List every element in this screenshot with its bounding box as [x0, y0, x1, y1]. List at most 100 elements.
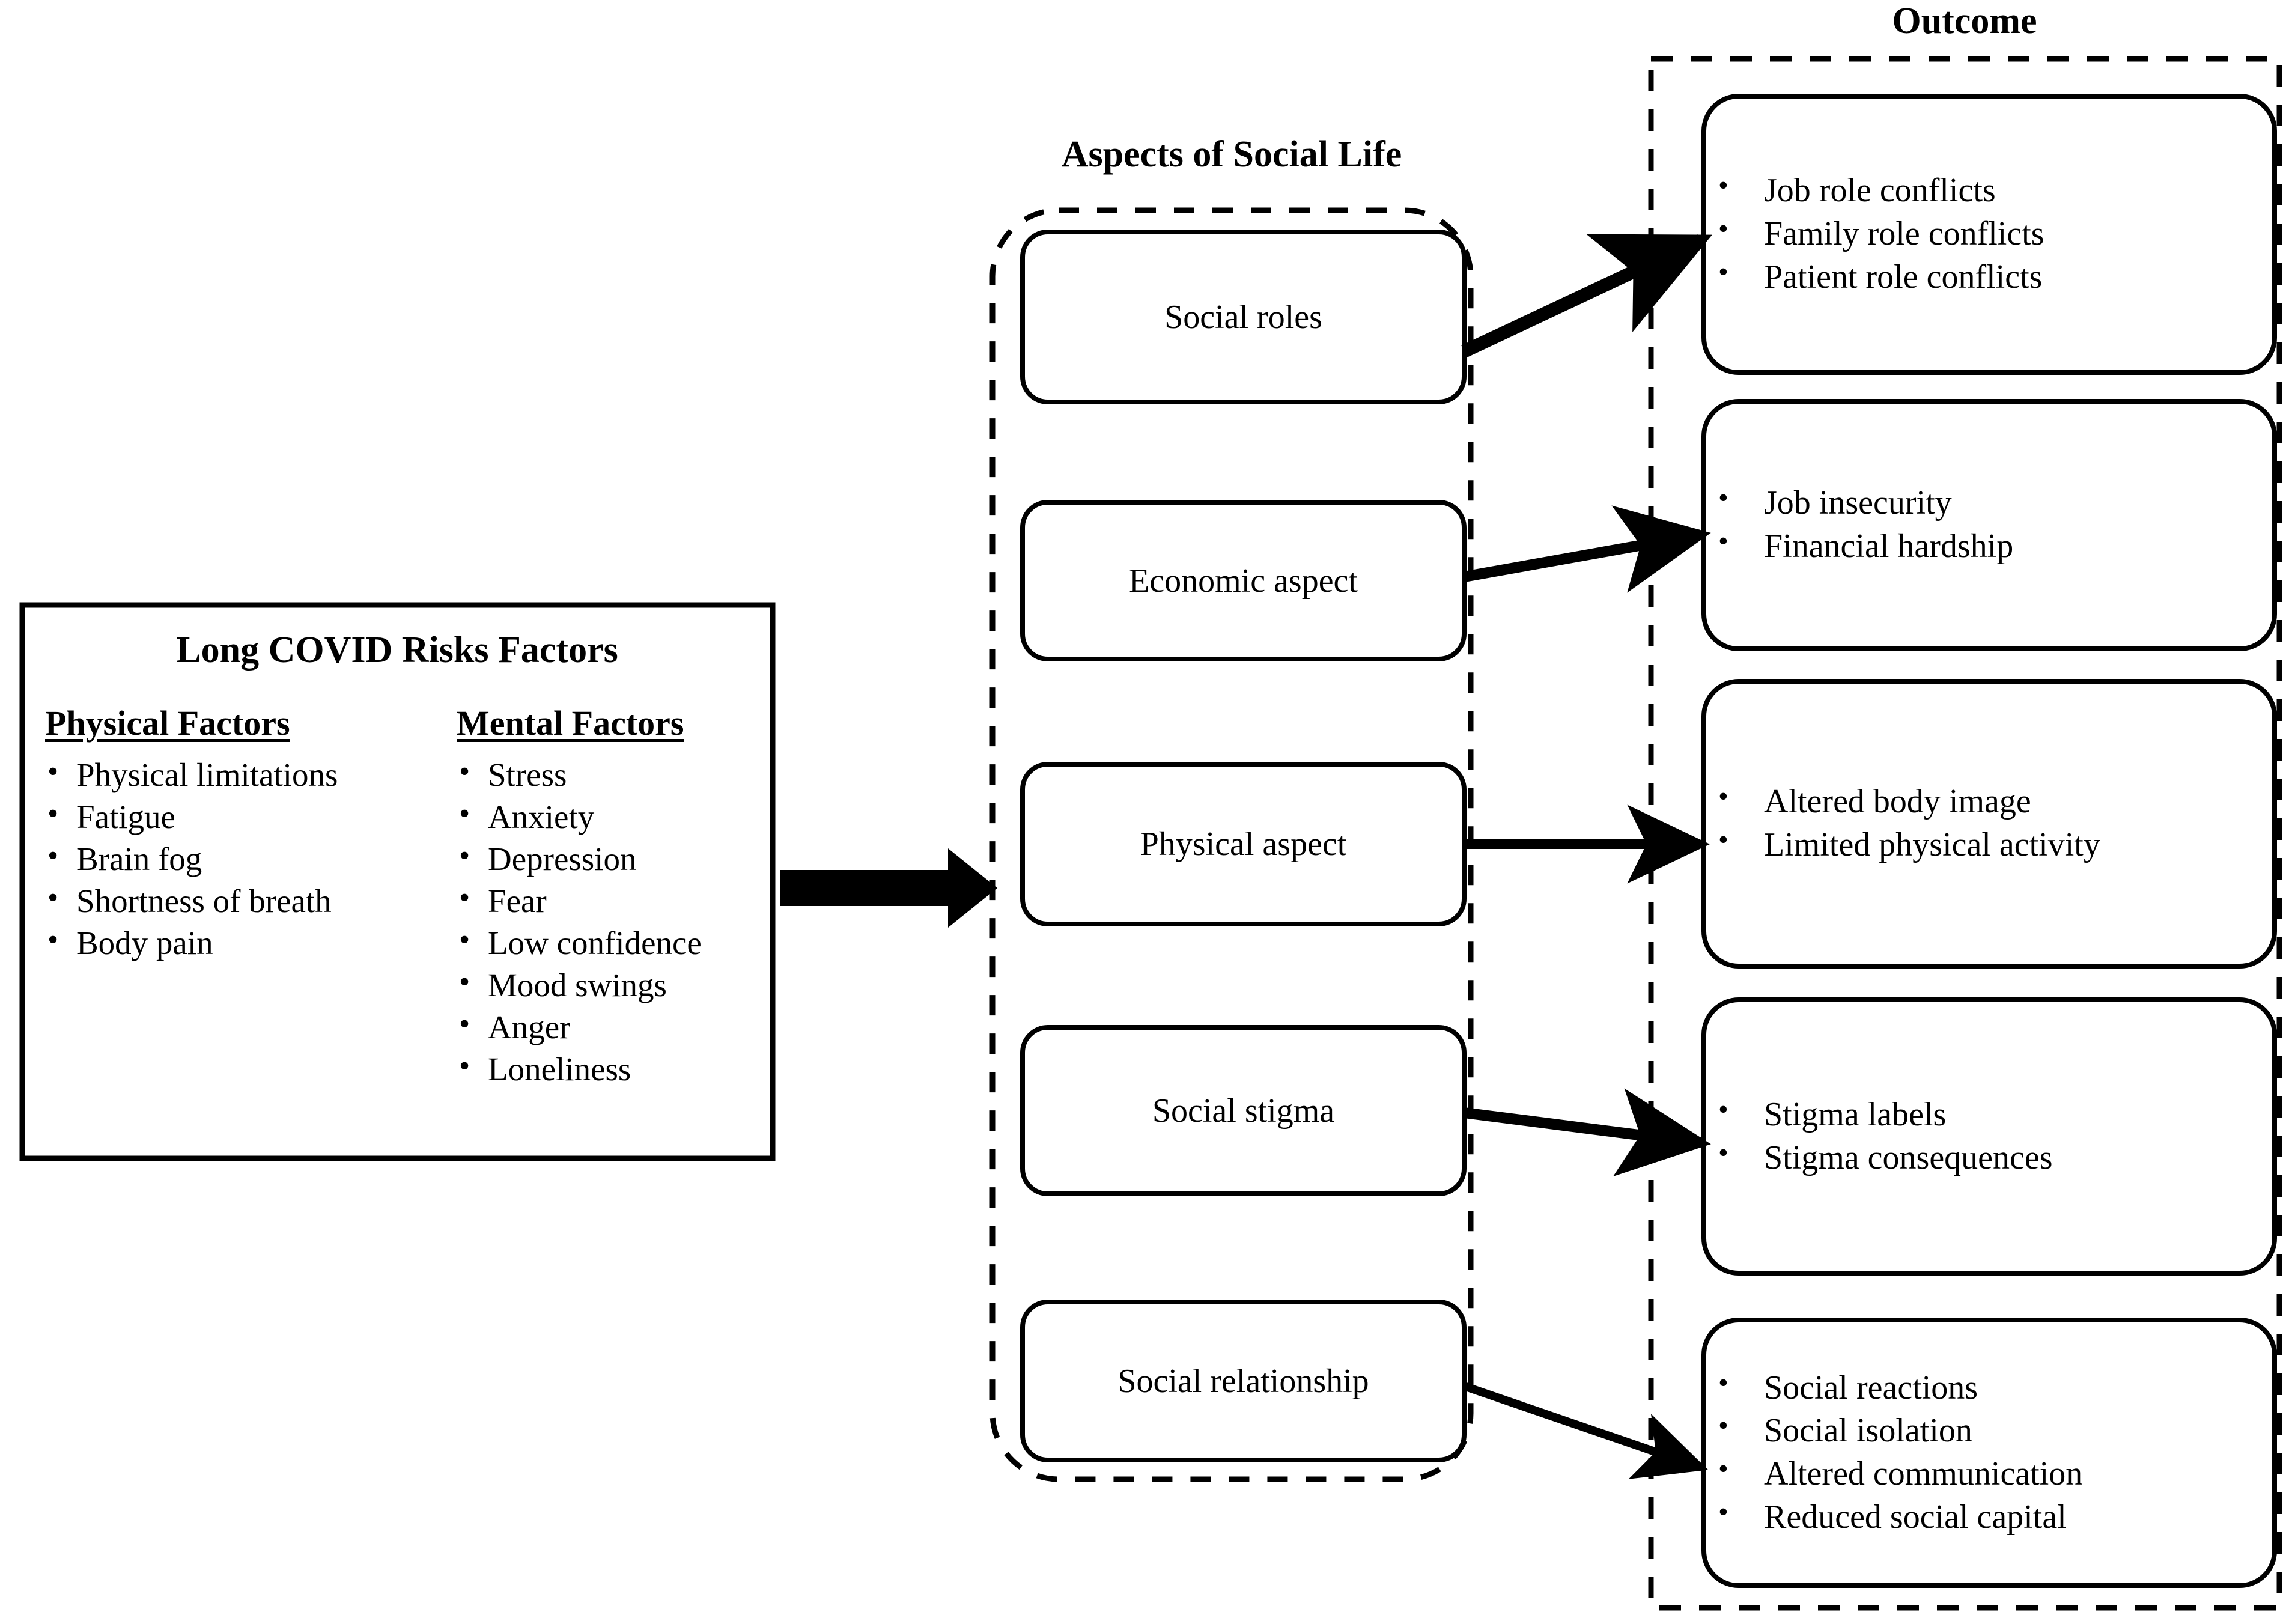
- outcome-list: • Social reactions • Social isolation • Alt…: [1704, 1367, 2275, 1539]
- bullet-icon: •: [459, 965, 470, 999]
- bullet-icon: •: [459, 923, 470, 957]
- list-item: • Altered communication: [1704, 1453, 2275, 1496]
- list-item: • Financial hardship: [1704, 525, 2275, 568]
- bullet-icon: •: [1718, 1136, 1728, 1169]
- list-item: •Body pain: [45, 923, 338, 966]
- list-item: • Physical limitations: [45, 755, 338, 798]
- bullet-icon: •: [1718, 1366, 1728, 1399]
- list-item: • Loneliness: [457, 1049, 702, 1092]
- list-item: • Mood swings: [457, 965, 702, 1008]
- bullet-icon: •: [1718, 1410, 1728, 1442]
- list-item-label: Mood swings: [488, 967, 667, 1003]
- list-item-label: Social reactions: [1764, 1369, 1978, 1407]
- aspect-box-social-stigma[interactable]: Social stigma: [1023, 1027, 1464, 1194]
- outcome-list: • Stigma labels • Stigma consequences: [1704, 1093, 2275, 1179]
- list-item: • Shortness of breath: [45, 881, 338, 924]
- bullet-icon: •: [1718, 482, 1728, 514]
- list-item: •Anxiety: [457, 797, 702, 840]
- list-item: • Brain fog: [45, 839, 338, 882]
- bullet-icon: •: [1718, 1453, 1728, 1485]
- aspect-label: Physical aspect: [1140, 826, 1347, 863]
- bullet-icon: •: [47, 755, 59, 789]
- list-item-label: Physical limitations: [76, 756, 338, 793]
- list-item: • Patient role conflicts: [1704, 256, 2275, 299]
- aspect-box-social-roles[interactable]: Social roles: [1023, 232, 1464, 402]
- bullet-icon: •: [459, 839, 470, 873]
- list-item-label: Family role conflicts: [1764, 215, 2044, 253]
- bullet-icon: •: [1718, 213, 1728, 245]
- bullet-icon: •: [47, 839, 59, 873]
- bullet-icon: •: [459, 881, 470, 915]
- list-item-label: Limited physical activity: [1764, 826, 2100, 863]
- list-item-label: Social isolation: [1764, 1412, 1972, 1450]
- aspect-label: Social roles: [1164, 298, 1322, 336]
- outcome-box-social[interactable]: • Social reactions • Social isolation • Alt…: [1704, 1320, 2275, 1586]
- outcome-list: • Altered body image •Limited physical ac…: [1704, 780, 2275, 866]
- bullet-icon: •: [47, 881, 59, 915]
- outcome-group-caption: Outcome: [1892, 1, 2037, 41]
- list-item-label: Brain fog: [76, 841, 202, 877]
- aspect-box-physical-aspect[interactable]: Physical aspect: [1023, 764, 1464, 924]
- list-item-label: Altered body image: [1764, 783, 2031, 821]
- arrow-relationship-to-social-reactions: [1462, 1382, 1709, 1479]
- list-item-label: Fatigue: [76, 798, 175, 835]
- list-item: • Anger: [457, 1007, 702, 1050]
- aspect-box-economic-aspect[interactable]: Economic aspect: [1023, 502, 1464, 659]
- aspect-label: Social stigma: [1152, 1092, 1335, 1130]
- risk-factors-panel-title: Long COVID Risks Factors: [176, 630, 618, 671]
- list-item-label: Job role conflicts: [1764, 172, 1996, 210]
- outcome-box-role-conflicts[interactable]: •Job role conflicts •Family role conflic…: [1704, 96, 2275, 373]
- list-item-label: Fear: [488, 883, 547, 919]
- physical-factors-list: • Physical limitations • Fatigue • Brain fo…: [45, 755, 338, 966]
- arrow-social-roles-to-role-conflicts: [1461, 234, 1712, 357]
- list-item: • Low confidence: [457, 923, 702, 966]
- outcome-box-stigma[interactable]: • Stigma labels • Stigma consequences: [1704, 1000, 2275, 1273]
- list-item-label: Financial hardship: [1764, 528, 2014, 565]
- bullet-icon: •: [459, 1049, 470, 1083]
- bullet-icon: •: [459, 797, 470, 831]
- list-item: • Social reactions: [1704, 1367, 2275, 1410]
- outcome-box-economic[interactable]: • Job insecurity • Financial hardship: [1704, 401, 2275, 649]
- list-item-label: Body pain: [76, 925, 213, 961]
- outcome-box-physical[interactable]: • Altered body image •Limited physical ac…: [1704, 681, 2275, 966]
- list-item-label: Job insecurity: [1764, 484, 1952, 522]
- list-item: • Stigma consequences: [1704, 1137, 2275, 1180]
- bullet-icon: •: [459, 755, 470, 789]
- arrow-stigma-to-stigma-labels: [1463, 1088, 1711, 1176]
- list-item-label: Loneliness: [488, 1051, 631, 1087]
- outcome-list: •Job role conflicts •Family role conflic…: [1704, 169, 2275, 299]
- bullet-icon: •: [47, 797, 59, 831]
- mental-factors-list: • Stress •Anxiety • Depression • Fear • Low …: [457, 755, 702, 1092]
- list-item: •Job role conflicts: [1704, 169, 2275, 213]
- list-item-label: Shortness of breath: [76, 883, 332, 919]
- bullet-icon: •: [1718, 1495, 1728, 1528]
- list-item: • Altered body image: [1704, 780, 2275, 824]
- bullet-icon: •: [1718, 1093, 1728, 1125]
- list-item: •Limited physical activity: [1704, 824, 2275, 867]
- list-item: • Reduced social capital: [1704, 1496, 2275, 1539]
- list-item: • Social isolation: [1704, 1410, 2275, 1453]
- list-item: • Depression: [457, 839, 702, 882]
- list-item: • Stress: [457, 755, 702, 798]
- list-item-label: Reduced social capital: [1764, 1498, 2067, 1536]
- bullet-icon: •: [1718, 525, 1728, 557]
- list-item: • Family role conflicts: [1704, 213, 2275, 256]
- list-item: • Job insecurity: [1704, 482, 2275, 525]
- aspects-group-caption: Aspects of Social Life: [1061, 134, 1402, 175]
- list-item-label: Depression: [488, 841, 637, 877]
- aspect-box-social-relationship[interactable]: Social relationship: [1023, 1302, 1464, 1460]
- bullet-icon: •: [459, 1007, 470, 1041]
- list-item-label: Low confidence: [488, 925, 702, 961]
- list-item: • Fear: [457, 881, 702, 924]
- list-item-label: Anger: [488, 1009, 571, 1045]
- list-item-label: Stigma labels: [1764, 1095, 1947, 1133]
- list-item: • Stigma labels: [1704, 1093, 2275, 1137]
- list-item-label: Altered communication: [1764, 1455, 2083, 1492]
- bullet-icon: •: [1718, 780, 1728, 813]
- list-item-label: Stress: [488, 756, 567, 793]
- outcome-list: • Job insecurity • Financial hardship: [1704, 482, 2275, 568]
- list-item-label: Patient role conflicts: [1764, 258, 2043, 296]
- list-item-label: Stigma consequences: [1764, 1139, 2053, 1176]
- bullet-icon: •: [1718, 255, 1728, 288]
